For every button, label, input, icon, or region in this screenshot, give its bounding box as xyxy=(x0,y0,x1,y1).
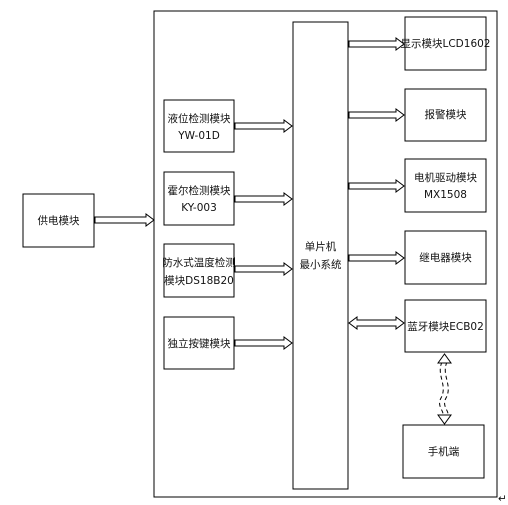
input-box-keys xyxy=(163,316,235,370)
output-label-line2: MX1508 xyxy=(424,189,467,201)
output-label-line1: 电机驱动模块 xyxy=(414,171,477,184)
output-label-line1: 蓝牙模块ECB02 xyxy=(407,321,484,333)
output-module-bluetooth: 蓝牙模块ECB02 xyxy=(404,299,487,353)
input-label-line1: 防水式温度检测 xyxy=(162,256,236,269)
output-label-line1: 报警模块 xyxy=(425,108,467,121)
arrow-mcu-to-alarm xyxy=(348,108,405,122)
wireless-arrowhead-up xyxy=(437,353,452,364)
input-label-line2: YW-01D xyxy=(177,130,220,142)
mcu-box xyxy=(292,21,349,490)
phone-label: 手机端 xyxy=(428,445,460,458)
input-label-line2: 模块DS18B20 xyxy=(164,275,234,287)
input-label-line2: KY-003 xyxy=(181,202,217,214)
wireless-link-curve xyxy=(444,361,449,417)
arrow-keys-to-mcu xyxy=(234,336,293,350)
power-module-box xyxy=(22,193,95,248)
output-module-alarm: 报警模块 xyxy=(404,88,487,142)
output-box-relay xyxy=(404,230,487,285)
wireless-link-curve xyxy=(439,361,444,417)
arrow-temperature-to-mcu xyxy=(234,262,293,276)
input-label-line1: 霍尔检测模块 xyxy=(168,184,231,197)
output-module-motor: 电机驱动模块 MX1508 xyxy=(404,158,487,213)
arrow-hall-to-mcu xyxy=(234,192,293,206)
input-module-temperature: 防水式温度检测 模块DS18B20 xyxy=(162,243,236,298)
input-module-water-level: 液位检测模块 YW-01D xyxy=(163,99,235,153)
arrow-mcu-to-lcd xyxy=(348,37,405,51)
output-box-alarm xyxy=(404,88,487,142)
wireless-arrowhead-down xyxy=(437,414,452,425)
input-box-temperature xyxy=(163,243,235,298)
arrow-water-level-to-mcu xyxy=(234,119,293,133)
input-label-line1: 液位检测模块 xyxy=(168,112,231,125)
output-box-motor xyxy=(404,158,487,213)
output-label-line1: 继电器模块 xyxy=(419,251,472,264)
output-label-line1: 显示模块LCD1602 xyxy=(401,38,491,50)
arrow-mcu-bluetooth-bidirectional xyxy=(348,316,405,330)
mcu-label-line2: 最小系统 xyxy=(300,258,342,271)
output-module-relay: 继电器模块 xyxy=(404,230,487,285)
output-box-lcd xyxy=(404,16,487,71)
paragraph-mark: ↵ xyxy=(498,493,507,505)
power-module-label: 供电模块 xyxy=(38,214,80,227)
wireless-link-bluetooth-phone xyxy=(437,353,452,425)
phone-box xyxy=(402,424,485,479)
output-module-lcd: 显示模块LCD1602 xyxy=(401,16,491,71)
input-box-hall xyxy=(163,171,235,226)
input-module-keys: 独立按键模块 xyxy=(163,316,235,370)
input-module-hall: 霍尔检测模块 KY-003 xyxy=(163,171,235,226)
arrow-mcu-to-motor xyxy=(348,179,405,193)
input-box-water-level xyxy=(163,99,235,153)
mcu-label-line1: 单片机 xyxy=(305,240,337,253)
input-label-line1: 独立按键模块 xyxy=(168,337,231,350)
arrow-mcu-to-relay xyxy=(348,251,405,265)
power-to-system-arrow xyxy=(94,213,155,227)
output-box-bluetooth xyxy=(404,299,487,353)
